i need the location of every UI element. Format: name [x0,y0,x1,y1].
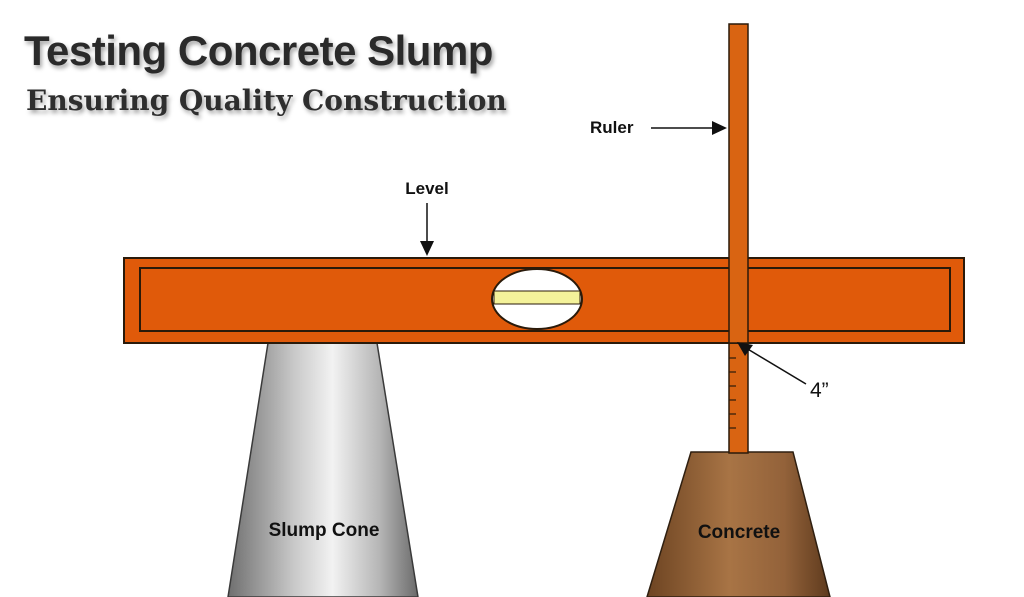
ruler-arrow-icon [651,121,727,135]
page-subtitle: Ensuring Quality Construction [26,84,507,117]
ruler-ticks [729,357,736,429]
ruler-label: Ruler [590,118,634,137]
measurement-arrow-icon [737,342,807,385]
ruler-upper-segment [728,23,749,344]
ruler-lower-segment [728,342,749,454]
level-arrow-icon [420,203,434,256]
slump-cone-shape [227,342,419,597]
concrete-label: Concrete [698,522,780,543]
slump-cone-label: Slump Cone [269,520,380,541]
level-inner-frame [139,267,951,332]
level-label: Level [405,179,448,198]
concrete-pile-shape [646,451,831,597]
level-bubble [493,290,581,305]
measurement-label: 4” [810,379,829,402]
page-title: Testing Concrete Slump [24,27,493,74]
